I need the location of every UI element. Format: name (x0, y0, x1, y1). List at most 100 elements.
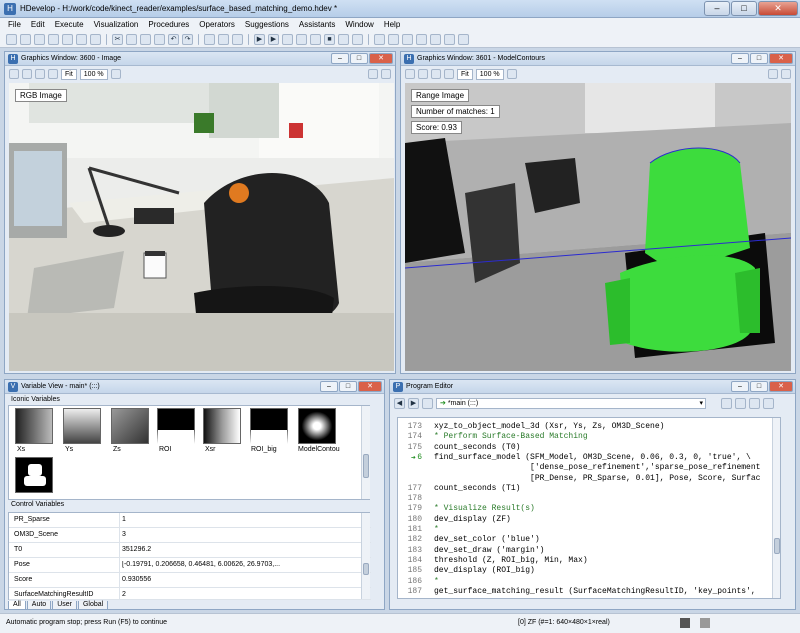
color-icon[interactable] (110, 69, 121, 79)
iconic-thumbnail[interactable] (15, 408, 53, 444)
menu-assistants[interactable]: Assistants (298, 20, 336, 29)
menu-suggestions[interactable]: Suggestions (244, 20, 289, 29)
pane-close-button[interactable]: ✕ (358, 381, 382, 392)
fit-select[interactable]: Fit (457, 68, 473, 80)
save-procedure-icon[interactable] (735, 398, 746, 409)
pane-minimize-button[interactable]: – (320, 381, 338, 392)
stop-icon[interactable]: ■ (324, 33, 335, 45)
iconic-thumbnail[interactable] (157, 408, 195, 444)
deactivate-icon[interactable] (218, 33, 229, 45)
settings-icon[interactable] (768, 69, 778, 79)
close-button[interactable]: ✕ (758, 1, 798, 16)
save-as-icon[interactable] (62, 33, 73, 45)
code-line[interactable]: 181* (398, 525, 778, 535)
step-into-icon[interactable] (296, 33, 307, 45)
iconic-thumbnail[interactable] (250, 408, 288, 444)
gray-histogram-icon[interactable] (402, 33, 413, 45)
menu-procedures[interactable]: Procedures (148, 20, 190, 29)
activate-icon[interactable] (204, 33, 215, 45)
maximize-button[interactable]: □ (731, 1, 757, 16)
line-profile-icon[interactable] (444, 33, 455, 45)
run-icon[interactable]: ▶ (254, 33, 265, 45)
code-line[interactable]: 178 (398, 494, 778, 504)
menu-help[interactable]: Help (383, 20, 401, 29)
redo-icon[interactable]: ↷ (182, 33, 193, 45)
paste-icon[interactable] (140, 33, 151, 45)
lamp-icon[interactable] (381, 69, 391, 79)
step-out-icon[interactable] (310, 33, 321, 45)
menu-window[interactable]: Window (345, 20, 374, 29)
step-over-icon[interactable] (282, 33, 293, 45)
scrollbar-thumb[interactable] (363, 563, 369, 575)
zoom-window-icon[interactable] (388, 33, 399, 45)
code-line[interactable]: 174* Perform Surface-Based Matching (398, 432, 778, 442)
menu-visualization[interactable]: Visualization (93, 20, 139, 29)
tab-all[interactable]: All (8, 601, 26, 610)
save-all-icon[interactable] (76, 33, 87, 45)
zoom-select[interactable]: 100 % (79, 68, 108, 80)
pane-maximize-button[interactable]: □ (750, 381, 768, 392)
reset-icon[interactable] (338, 33, 349, 45)
save-icon[interactable] (48, 33, 59, 45)
iconic-thumbnail[interactable] (298, 408, 336, 444)
rgb-image-canvas[interactable]: RGB Image (9, 83, 394, 371)
ocv-icon[interactable] (458, 33, 469, 45)
pane-minimize-button[interactable]: – (731, 53, 749, 64)
procedure-export-icon[interactable] (763, 398, 774, 409)
menu-operators[interactable]: Operators (199, 20, 235, 29)
pane-maximize-button[interactable]: □ (339, 381, 357, 392)
copy-icon[interactable] (126, 33, 137, 45)
scrollbar-thumb[interactable] (363, 454, 369, 478)
tab-global[interactable]: Global (77, 601, 109, 610)
pointer-icon[interactable] (418, 69, 428, 79)
open-file-icon[interactable] (20, 33, 31, 45)
image-acquisition-icon[interactable] (374, 33, 385, 45)
color-icon[interactable] (506, 69, 517, 79)
pointer-icon[interactable] (22, 69, 32, 79)
feature-histogram-icon[interactable] (416, 33, 427, 45)
tab-auto[interactable]: Auto (26, 601, 52, 610)
scrollbar-thumb[interactable] (774, 538, 780, 554)
procedure-interface-icon[interactable] (749, 398, 760, 409)
pane-close-button[interactable]: ✕ (769, 381, 793, 392)
minimize-button[interactable]: – (704, 1, 730, 16)
move-icon[interactable] (431, 69, 441, 79)
cut-icon[interactable]: ✂ (112, 33, 123, 45)
procedure-select[interactable]: ➔ *main (:::) ▾ (436, 398, 706, 409)
iconic-thumbnail-extra[interactable] (15, 457, 53, 493)
zoom-icon[interactable] (48, 69, 58, 79)
edit-procedure-icon[interactable] (721, 398, 732, 409)
breakpoint-icon[interactable] (352, 33, 363, 45)
comment-icon[interactable] (232, 33, 243, 45)
open-example-icon[interactable] (34, 33, 45, 45)
pane-maximize-button[interactable]: □ (750, 53, 768, 64)
settings-icon[interactable] (368, 69, 378, 79)
code-line[interactable]: [PR_Dense, PR_Sparse, 0.01], Pose, Score… (398, 474, 778, 484)
code-line[interactable]: ['dense_pose_refinement','sparse_pose_re… (398, 463, 778, 473)
new-file-icon[interactable] (6, 33, 17, 45)
fit-select[interactable]: Fit (61, 68, 77, 80)
move-icon[interactable] (35, 69, 45, 79)
print-icon[interactable] (90, 33, 101, 45)
run-to-insert-icon[interactable]: ▶ (268, 33, 279, 45)
zoom-select[interactable]: 100 % (475, 68, 504, 80)
control-scrollbar[interactable] (361, 513, 370, 599)
iconic-thumbnail[interactable] (203, 408, 241, 444)
pane-close-button[interactable]: ✕ (769, 53, 793, 64)
menu-file[interactable]: File (8, 20, 21, 29)
control-variable-row[interactable]: Pose[-0.19791, 0.206658, 0.46481, 6.0062… (9, 558, 371, 573)
feature-inspection-icon[interactable] (430, 33, 441, 45)
